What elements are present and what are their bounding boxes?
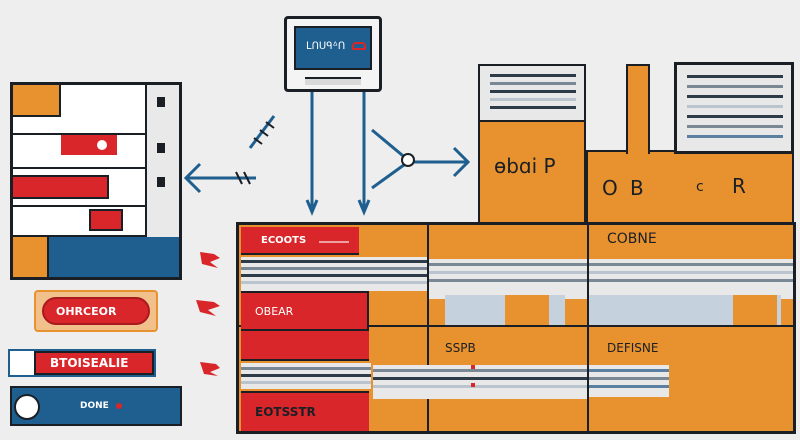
ohrceor-button[interactable]: OHRCEOR bbox=[34, 290, 158, 332]
rack-orange-block bbox=[13, 85, 61, 117]
btoisealie-button-label: BTOISEALIE bbox=[50, 356, 129, 370]
grid-row-obear[interactable]: OBEAR bbox=[241, 291, 369, 331]
monitor-screen: ᒪᑎᑌᑫᐞᑎ bbox=[294, 26, 372, 70]
grid-row-red-plain bbox=[241, 331, 369, 361]
grid-right-panel bbox=[589, 295, 781, 325]
tower-orange-mid: ɵbɑi P bbox=[478, 120, 586, 224]
monitor-base bbox=[305, 77, 361, 85]
grid-label-sspb: SSPB bbox=[445, 341, 476, 355]
car-icon bbox=[352, 42, 366, 50]
rack-red-tab bbox=[61, 135, 117, 155]
server-unit-left bbox=[478, 64, 586, 122]
indicator-dot-icon bbox=[471, 365, 475, 369]
grid-row-stripes bbox=[241, 363, 371, 389]
data-grid: ECOOTS OBEAR EOTSSTR SSPB COBNE bbox=[236, 222, 796, 434]
rack-shelf bbox=[13, 133, 147, 135]
tower-orange-column bbox=[626, 64, 650, 154]
rack-rivet bbox=[157, 143, 165, 153]
tower-label-b: B bbox=[630, 176, 644, 200]
monitor-device: ᒪᑎᑌᑫᐞᑎ bbox=[284, 16, 382, 92]
done-disc-icon bbox=[14, 394, 40, 420]
tower-label-c: c bbox=[696, 179, 704, 195]
rack-shelf bbox=[13, 167, 147, 169]
rack-rivet bbox=[157, 177, 165, 187]
rack-shelf bbox=[13, 205, 147, 207]
rack-red-bar bbox=[13, 175, 109, 199]
server-unit-right bbox=[674, 62, 794, 154]
grid-mid-stripes bbox=[429, 259, 587, 299]
grid-row-ecoots[interactable]: ECOOTS bbox=[241, 227, 359, 255]
rack-red-tab bbox=[89, 209, 123, 231]
btoisealie-button[interactable]: BTOISEALIE bbox=[8, 349, 156, 377]
rack-orange-foot bbox=[13, 237, 49, 277]
done-dot-icon bbox=[116, 403, 122, 409]
rack-side-column bbox=[145, 85, 179, 237]
tower-label-o: O bbox=[602, 176, 618, 200]
rack-rivet bbox=[157, 97, 165, 107]
rack-shelf bbox=[13, 235, 179, 237]
tower-mid-label: ɵbɑi P bbox=[494, 154, 556, 178]
tower-orange-right: O B c R bbox=[586, 150, 794, 224]
done-button[interactable]: DONE bbox=[10, 386, 182, 426]
grid-label-defisne: DEFISNE bbox=[607, 341, 659, 355]
grid-row-eotsstr[interactable]: EOTSSTR bbox=[241, 391, 369, 431]
grid-mid-stripes-low bbox=[373, 365, 587, 399]
grid-row-stripes bbox=[241, 257, 427, 291]
tower-label-r: R bbox=[732, 174, 746, 198]
grid-label-cobne: COBNE bbox=[607, 231, 657, 247]
indicator-dot-icon bbox=[471, 383, 475, 387]
grid-right-stripes bbox=[589, 259, 793, 299]
storage-rack-icon bbox=[10, 82, 182, 280]
grid-mid-panel bbox=[445, 295, 565, 325]
rack-indicator-dot bbox=[97, 140, 107, 150]
grid-right-stripes-low bbox=[589, 365, 669, 397]
monitor-screen-text: ᒪᑎᑌᑫᐞᑎ bbox=[306, 41, 346, 52]
ohrceor-button-label: OHRCEOR bbox=[56, 305, 117, 318]
done-button-label: DONE bbox=[80, 401, 109, 411]
